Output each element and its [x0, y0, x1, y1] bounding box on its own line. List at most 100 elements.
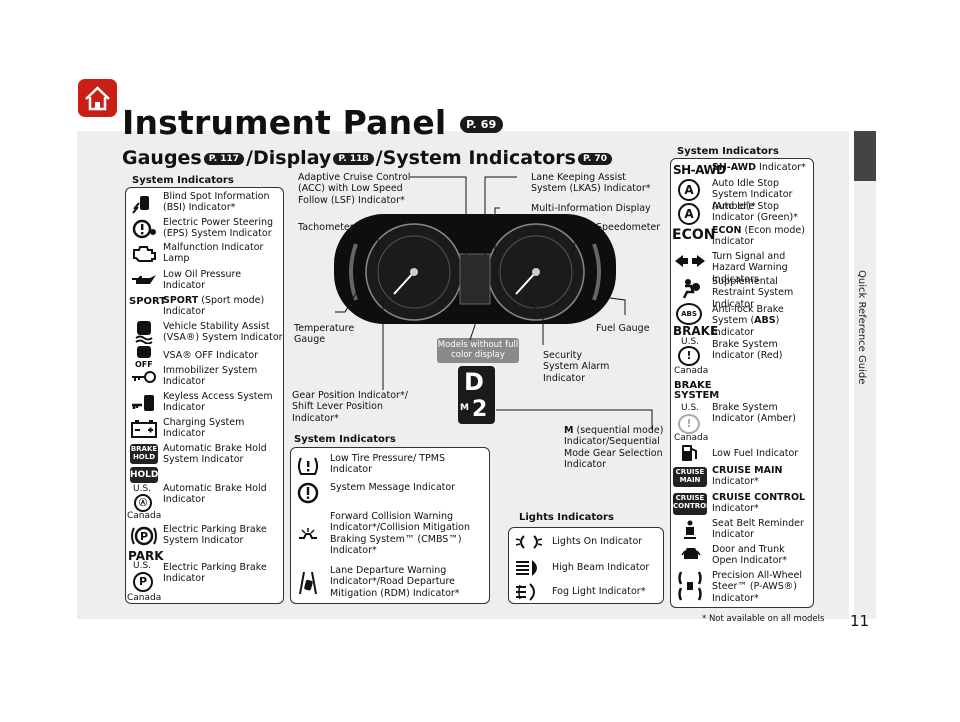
door-open-label: Door and Trunk Open Indicator*	[712, 544, 788, 567]
sh-awd-icon: SH-AWD	[673, 163, 726, 177]
fog-light-label: Fog Light Indicator*	[552, 586, 646, 597]
srs-airbag-icon	[682, 279, 700, 299]
security-callout: Security System Alarm Indicator	[543, 350, 610, 384]
cruise-main-label: CRUISE MAIN Indicator*	[712, 465, 783, 488]
blind-spot-icon	[132, 196, 149, 214]
home-icon	[85, 86, 110, 111]
auto-idle-green-icon: A	[678, 203, 700, 225]
mid-system-heading: System Indicators	[294, 434, 396, 445]
side-tab-label: Quick Reference Guide	[856, 270, 867, 385]
region-us-1: U.S.	[133, 484, 152, 494]
seat-belt-icon	[684, 520, 696, 539]
fuel-gauge-callout: Fuel Gauge	[596, 323, 650, 334]
brake-hold-label: Automatic Brake Hold System Indicator	[163, 443, 267, 466]
system-message-label: System Message Indicator	[330, 482, 456, 493]
idle-amber-label: Auto Idle Stop System Indicator (Amber)*	[712, 178, 793, 212]
hold-circle-icon: Ⓐ	[134, 494, 152, 512]
ldw-label: Lane Departure Warning Indicator*/Road D…	[330, 565, 460, 599]
right-system-heading: System Indicators	[677, 146, 779, 157]
svg-text:P: P	[140, 530, 148, 543]
indicators-ref-link[interactable]: P. 70	[577, 152, 612, 165]
brake-hold-2-label: Automatic Brake Hold Indicator	[163, 483, 267, 506]
side-tab[interactable]	[854, 131, 876, 619]
sport-label: SPORT (Sport mode) Indicator	[163, 295, 265, 318]
region-canada-2: Canada	[127, 593, 162, 603]
door-open-icon	[681, 548, 701, 559]
brake-red-label: Brake System Indicator (Red)	[712, 339, 783, 362]
lights-on-label: Lights On Indicator	[552, 536, 643, 547]
high-beam-icon	[516, 560, 537, 576]
bsi-label: Blind Spot Information (BSI) Indicator*	[163, 191, 270, 214]
vsa-off-text: OFF	[135, 360, 153, 369]
p-aws-label: Precision All-Wheel Steer™ (P-AWS®) Indi…	[712, 570, 802, 604]
side-tab-marker	[854, 131, 876, 181]
vsa-off-label: VSA® OFF Indicator	[163, 350, 259, 361]
high-beam-label: High Beam Indicator	[552, 562, 650, 573]
brake-amber-icon: !	[678, 414, 700, 434]
eps-label: Electric Power Steering (EPS) System Ind…	[163, 217, 274, 240]
brake-red-icon: !	[678, 346, 700, 366]
turn-signal-icon	[675, 255, 705, 267]
lights-heading: Lights Indicators	[519, 512, 614, 523]
seat-belt-label: Seat Belt Reminder Indicator	[712, 518, 804, 541]
parking-brake-icon: P	[131, 526, 157, 546]
brake-system-text-icon: BRAKE SYSTEM	[674, 380, 720, 401]
region-canada-1: Canada	[127, 511, 162, 521]
page-ref-link[interactable]: P. 69	[460, 116, 503, 133]
home-button[interactable]	[78, 79, 117, 117]
tpms-label: Low Tire Pressure/ TPMS Indicator	[330, 453, 445, 476]
tachometer-callout: Tachometer	[298, 222, 354, 233]
tire-pressure-icon	[298, 457, 318, 475]
m-mode-callout: M (sequential mode) Indicator/Sequential…	[564, 425, 664, 471]
display-ref-link[interactable]: P. 118	[333, 152, 374, 165]
mil-label: Malfunction Indicator Lamp	[163, 242, 264, 265]
speedometer-callout: Speedometer	[596, 222, 661, 233]
gear-2-text: 2	[472, 397, 488, 422]
srs-label: Supplemental Restraint System Indicator	[712, 276, 794, 310]
mid-callout: Multi-Information Display	[531, 203, 651, 214]
immobilizer-label: Immobilizer System Indicator	[163, 365, 258, 388]
engine-icon	[133, 246, 156, 262]
lkas-callout: Lane Keeping Assist System (LKAS) Indica…	[531, 172, 651, 195]
battery-icon	[131, 420, 157, 438]
page-number: 11	[850, 612, 870, 630]
region-canada-3: Canada	[674, 366, 709, 376]
gear-m-text: M	[460, 403, 469, 413]
idle-green-label: Auto Idle Stop Indicator (Green)*	[712, 201, 798, 224]
page-title: Instrument Panel P. 69	[122, 103, 505, 142]
keyless-icon	[132, 395, 154, 411]
turn-signal-label: Turn Signal and Hazard Warning Indicator…	[712, 251, 788, 285]
abs-label: Anti-lock Brake System (ABS) Indicator	[712, 304, 784, 338]
acc-callout: Adaptive Cruise Control (ACC) with Low S…	[298, 172, 411, 206]
footnote: * Not available on all models	[702, 614, 825, 624]
gear-display	[458, 366, 495, 424]
cruise-control-label: CRUISE CONTROL Indicator*	[712, 492, 806, 515]
cruise-main-icon: CRUISE MAIN	[673, 467, 707, 487]
econ-icon: ECON	[672, 227, 716, 243]
lane-departure-icon	[299, 571, 317, 595]
oil-can-icon	[132, 275, 156, 284]
sh-awd-label: SH-AWD Indicator*	[712, 162, 806, 173]
fcw-label: Forward Collision Warning Indicator*/Col…	[330, 511, 470, 557]
hold-icon: HOLD	[130, 467, 158, 483]
brake-text-icon: BRAKE	[673, 324, 719, 338]
region-us-3: U.S.	[681, 337, 700, 347]
fog-light-icon	[516, 583, 535, 601]
vsa-icon	[135, 321, 153, 344]
abs-icon: ABS	[676, 303, 702, 325]
sport-icon: SPORT	[129, 296, 167, 307]
brake-hold-icon: BRAKE HOLD	[130, 444, 158, 464]
gear-callout: Gear Position Indicator*/ Shift Lever Po…	[292, 390, 408, 424]
gear-d-text: D	[464, 368, 484, 396]
lights-on-icon	[515, 535, 543, 549]
vsa-label: Vehicle Stability Assist (VSA®) System I…	[163, 321, 283, 344]
keyless-label: Keyless Access System Indicator	[163, 391, 273, 414]
oil-label: Low Oil Pressure Indicator	[163, 269, 242, 292]
p-aws-icon	[678, 571, 702, 601]
region-canada-4: Canada	[674, 433, 709, 443]
gauges-ref-link[interactable]: P. 117	[203, 152, 245, 165]
collision-warning-icon	[299, 528, 317, 539]
brake-amber-label: Brake System Indicator (Amber)	[712, 402, 796, 425]
